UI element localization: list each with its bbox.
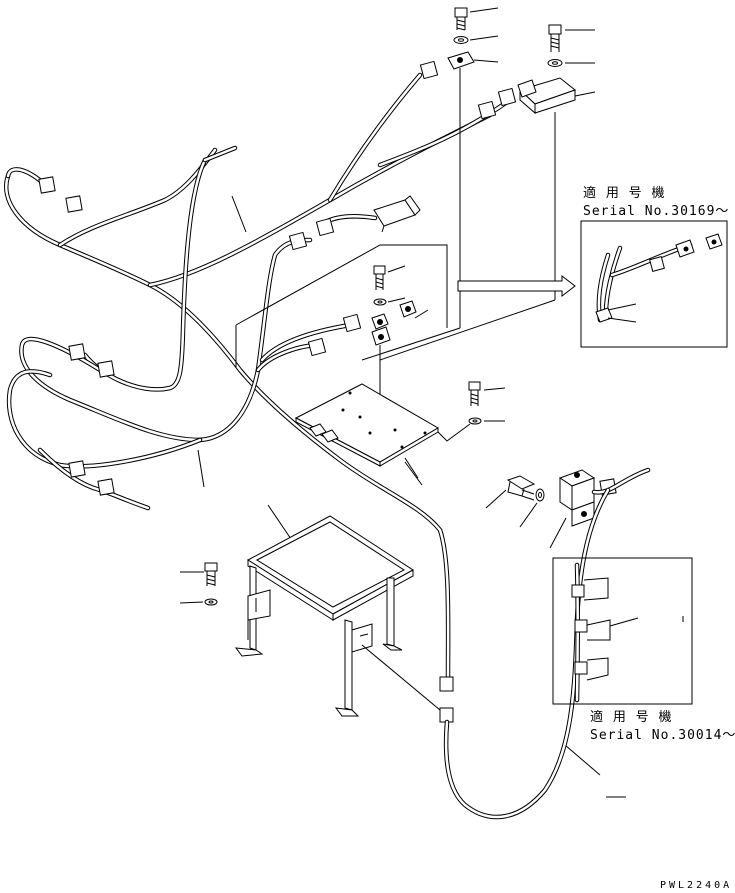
callout-leaders [197,195,626,798]
inset-bottom-serial-label: Serial No.30014～ [590,728,735,743]
inset-top [580,220,728,348]
harness-connectors [38,60,617,723]
plate-bolt [437,381,506,442]
box-bolts [371,265,429,460]
drawing-code: PWL2240A [660,880,732,891]
inset-bottom-applicable-label: 適 用 号 機 [590,709,672,725]
main-wire-harness [4,72,513,683]
inset-top-serial-label: Serial No.30169～ [583,204,729,219]
inset-bottom [552,557,693,705]
inset-top-applicable-label: 適 用 号 機 [583,185,665,201]
relay-box-outline [235,244,448,368]
mounting-plate [294,383,439,479]
mounting-stand [179,515,441,717]
reference-arrow [457,274,576,298]
clamp-assembly [443,467,651,820]
top-bolt-assembly-1 [447,7,499,70]
relay-component [373,195,421,233]
top-bolt-assembly-2 [517,24,596,115]
